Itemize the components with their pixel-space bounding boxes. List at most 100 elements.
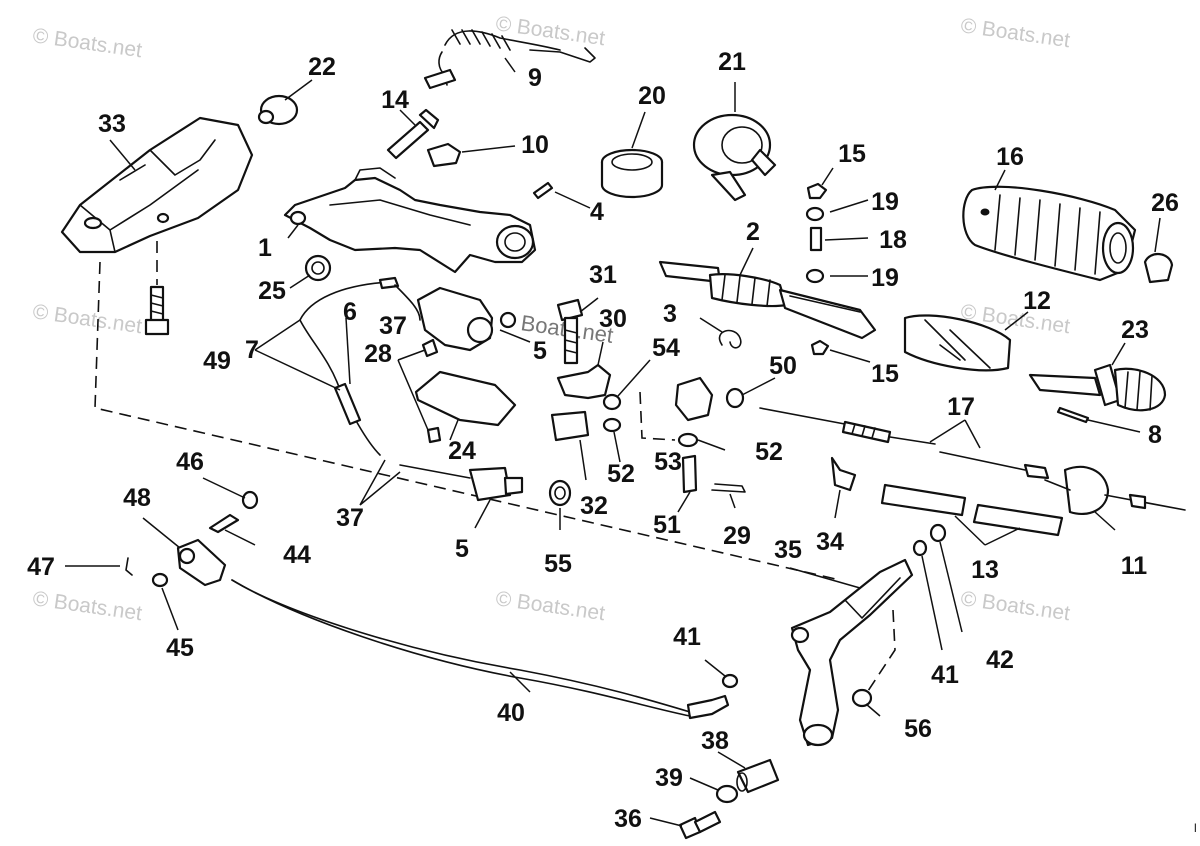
label-31: 31	[589, 261, 617, 289]
label-5: 5	[455, 535, 469, 563]
part-stack-15-19-18	[805, 182, 830, 356]
part-29-cotter	[711, 483, 746, 493]
part-56-washer	[851, 688, 873, 708]
label-7: 7	[245, 336, 259, 364]
part-24-cover-plate	[414, 370, 517, 427]
label-20: 20	[638, 82, 666, 110]
part-28-screw	[421, 338, 442, 444]
label-8: 8	[1148, 421, 1162, 449]
label-19: 19	[871, 264, 899, 292]
label-42: 42	[986, 646, 1014, 674]
label-23: 23	[1121, 316, 1149, 344]
label-13: 13	[971, 556, 999, 584]
label-34: 34	[816, 528, 844, 556]
part-34-clip	[830, 456, 857, 492]
label-54: 54	[652, 334, 680, 362]
part-17-cable	[759, 407, 1050, 480]
part-5-switch-upper	[394, 284, 517, 352]
part-54-nut	[602, 393, 622, 411]
part-47-clip	[125, 557, 133, 576]
part-16-grip	[962, 185, 1137, 282]
label-36: 36	[614, 805, 642, 833]
label-6: 6	[343, 298, 357, 326]
label-44: 44	[283, 541, 311, 569]
part-42-nut	[929, 523, 947, 543]
label-26: 26	[1151, 189, 1179, 217]
part-55-nut	[548, 479, 572, 507]
label-25: 25	[258, 277, 286, 305]
label-16: 16	[996, 143, 1024, 171]
part-41-washer	[912, 539, 928, 557]
part-13-tubes	[880, 483, 1064, 537]
part-52-washer	[602, 417, 622, 433]
part-8-screw	[1056, 406, 1090, 424]
label-49: 49	[203, 347, 231, 375]
part-21-cam-housing	[692, 113, 777, 202]
watermark: © Boats.net	[494, 587, 606, 625]
part-51-pin	[681, 454, 698, 494]
label-15: 15	[871, 360, 899, 388]
part-9-lanyard	[423, 29, 596, 90]
label-37: 37	[336, 504, 364, 532]
watermark: © Boats.net	[959, 587, 1071, 625]
watermark: © Boats.net	[31, 587, 143, 625]
label-10: 10	[521, 131, 549, 159]
part-5-connector-lower	[399, 464, 524, 502]
label-48: 48	[123, 484, 151, 512]
part-4-pin	[532, 181, 554, 200]
label-22: 22	[308, 53, 336, 81]
label-9: 9	[528, 64, 542, 92]
part-52-washer	[677, 432, 699, 448]
part-41-washer	[721, 673, 739, 689]
part-39-washer	[715, 784, 739, 804]
part-14-screw	[386, 108, 440, 160]
part-35-shift-lever	[790, 558, 914, 747]
part-1-tiller-arm	[283, 167, 537, 274]
label-51: 51	[653, 511, 681, 539]
guide-line-main	[94, 261, 841, 581]
label-37: 37	[379, 312, 407, 340]
part-20-sleeve	[600, 148, 664, 199]
label-18: 18	[879, 226, 907, 254]
label-4: 4	[590, 198, 604, 226]
part-number-labels: 33 22 14 9 10 4 20 21 15 19 18 19 15 16 …	[27, 48, 1179, 833]
part-11-casing	[1044, 465, 1186, 516]
label-19: 19	[871, 188, 899, 216]
label-15: 15	[838, 140, 866, 168]
part-25-grommet	[304, 254, 332, 282]
label-29: 29	[723, 522, 751, 550]
part-36-bolt	[678, 810, 722, 840]
watermark: © Boats.net	[31, 300, 143, 338]
label-41: 41	[673, 623, 701, 651]
label-17: 17	[947, 393, 975, 421]
label-35: 35	[774, 536, 802, 564]
guide-line-53	[639, 391, 676, 441]
part-23-twist-knob	[1028, 363, 1167, 412]
part-26-cap	[1143, 253, 1174, 284]
part-30-bracket	[556, 363, 612, 400]
part-10-clip	[426, 142, 462, 168]
part-45-washer	[151, 572, 169, 588]
label-50: 50	[769, 352, 797, 380]
label-3: 3	[663, 300, 677, 328]
part-12-grip-half	[903, 314, 1012, 372]
label-21: 21	[718, 48, 746, 76]
label-47: 47	[27, 553, 55, 581]
part-44-stud	[208, 490, 259, 534]
label-52: 52	[607, 460, 635, 488]
label-38: 38	[701, 727, 729, 755]
label-12: 12	[1023, 287, 1051, 315]
label-46: 46	[176, 448, 204, 476]
part-3-spring	[718, 329, 742, 349]
part-40-shift-rod	[231, 579, 730, 720]
watermark: © Boats.net	[494, 12, 606, 50]
label-33: 33	[98, 110, 126, 138]
label-2: 2	[746, 218, 760, 246]
label-1: 1	[258, 234, 272, 262]
part-53-cable-anchor	[674, 376, 745, 422]
corner-mark: l	[1194, 821, 1197, 835]
part-33-pivot-bracket	[60, 116, 254, 254]
label-24: 24	[448, 437, 476, 465]
part-31-bolt	[556, 298, 584, 365]
